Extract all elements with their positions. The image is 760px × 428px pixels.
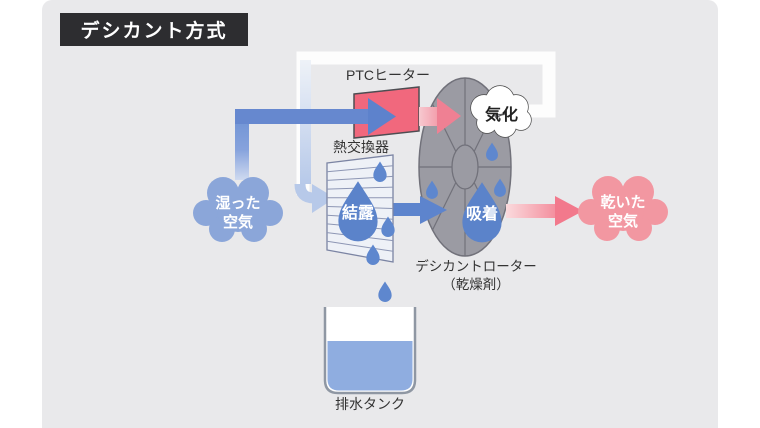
humid-air-label-line2: 空気 [223, 213, 253, 231]
duct-airflow-arrowhead [312, 184, 335, 213]
rotor-caption-line1: デシカントローター [415, 258, 537, 274]
vaporization-cloud: 気化 [470, 85, 532, 138]
rotor-hub [451, 144, 479, 190]
intake-airflow-arrow [235, 98, 396, 180]
heated-airflow-arrow [419, 98, 461, 134]
heat-exchanger-fins [326, 165, 394, 252]
duct-airflow-elbow [294, 183, 315, 204]
dry-air-label-line2: 空気 [608, 212, 638, 230]
heat-exchanger-label: 熱交換器 [333, 139, 389, 155]
title-box: デシカント方式 [60, 13, 248, 46]
adsorption-label: 吸着 [466, 204, 498, 223]
ptc-heater-label: PTCヒーター [346, 67, 430, 83]
rotor-caption: デシカントローター （乾燥剤） [415, 258, 537, 292]
humid-air-label-line1: 湿った [215, 195, 260, 212]
vaporization-label: 気化 [485, 105, 519, 124]
page-title: デシカント方式 [80, 19, 227, 42]
dry-air-out-shaft [506, 204, 555, 218]
dry-air-label-line1: 乾いた [600, 193, 645, 211]
adsorption-droplet: 吸着 [462, 182, 502, 243]
drain-tank: 排水タンク [323, 307, 417, 412]
rotor-caption-line2: （乾燥剤） [442, 277, 510, 292]
drain-tank-water [327, 341, 413, 391]
drain-tank-label: 排水タンク [335, 396, 405, 412]
to-rotor-arrowhead [420, 196, 447, 224]
heated-airflow-arrowhead [437, 98, 461, 134]
dry-air-out-arrow [506, 196, 583, 226]
condensation-droplet: 結露 [338, 181, 378, 242]
condensation-label: 結露 [342, 203, 375, 222]
ptc-heater: PTCヒーター [346, 67, 430, 139]
intake-vertical-shaft [235, 112, 249, 180]
humid-air-cloud: 湿った 空気 [193, 177, 283, 242]
dry-air-cloud: 乾いた 空気 [578, 176, 668, 241]
title-background [60, 13, 248, 46]
heated-airflow-shaft [419, 107, 437, 126]
intake-horizontal-shaft [235, 109, 368, 124]
intake-arrowhead [368, 98, 396, 135]
dry-air-out-arrowhead [555, 196, 583, 226]
